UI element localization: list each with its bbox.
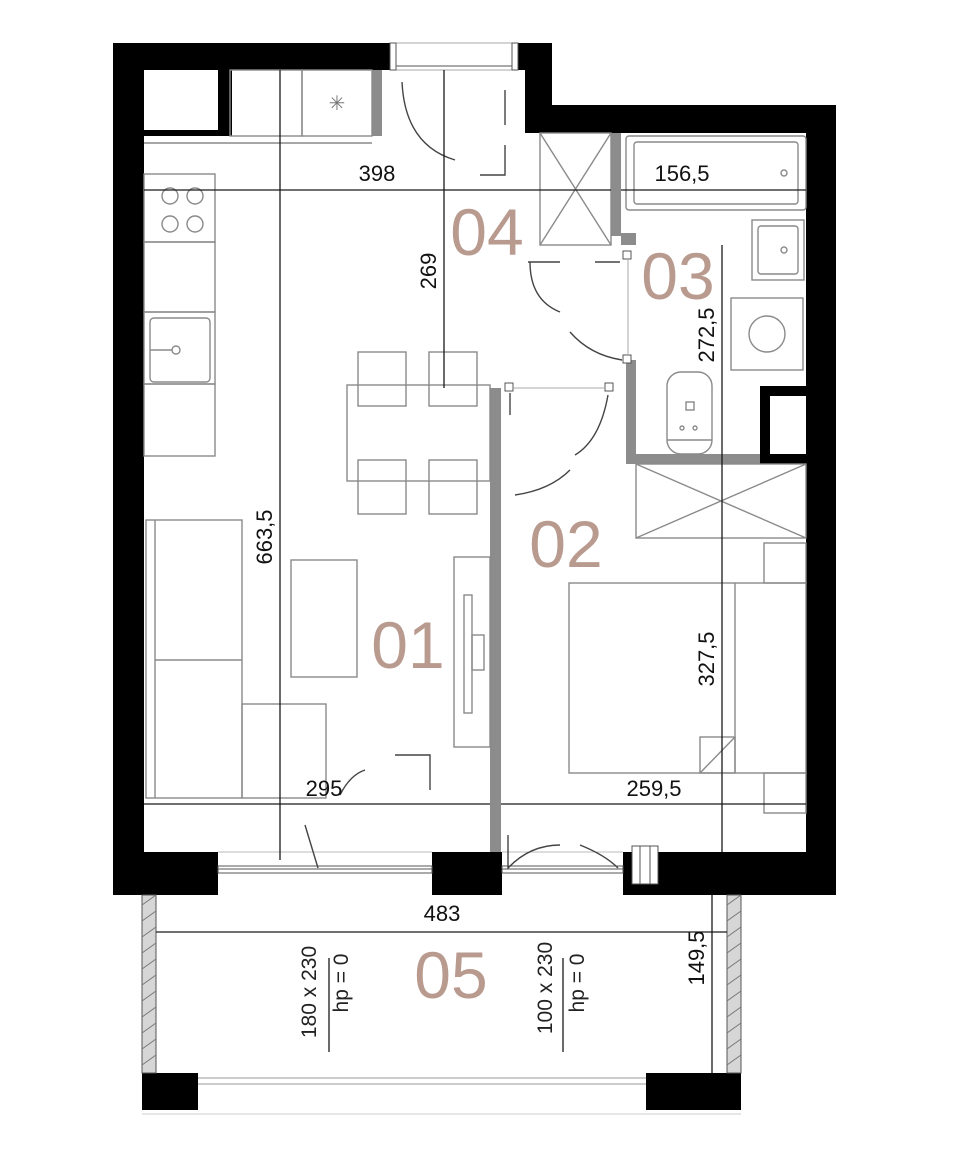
room-label-02: 02 [529,507,602,581]
exterior-walls [113,43,836,1110]
door-note-right-size: 100 x 230 [534,942,557,1034]
dimension-hall-depth: 269 [416,253,441,290]
dimension-balcony-depth: 149,5 [684,930,709,985]
bedroom-furniture [568,463,807,814]
door-note-left-size: 180 x 230 [298,946,321,1038]
dimension-bedroom-width: 259,5 [626,776,681,801]
windows [217,42,659,885]
door-swings [304,42,632,870]
room-labels: 04 03 02 01 05 [371,195,714,1012]
balcony-side-walls [141,894,742,1115]
dimension-balcony-width: 483 [424,901,461,926]
dimension-living-width: 295 [306,776,343,801]
kitchen-furniture: ✳ [143,69,373,457]
room-label-03: 03 [641,239,714,313]
dimension-lines [144,70,806,1073]
dimension-bath-width: 156,5 [654,161,709,186]
dimension-bath-depth: 272,5 [694,307,719,362]
living-furniture [145,351,491,799]
dimension-living-depth: 663,5 [252,509,277,564]
dimension-bedroom-depth: 327,5 [694,631,719,686]
door-note-right-hp: hp = 0 [566,954,589,1013]
partitions [372,70,760,852]
room-label-04: 04 [450,195,523,269]
snowflake-icon: ✳ [329,91,346,115]
bathroom-fixtures [539,132,807,455]
door-note-left-hp: hp = 0 [330,954,353,1013]
room-label-05: 05 [414,938,487,1012]
room-label-01: 01 [371,608,444,682]
wall-voids [144,70,806,454]
dimension-kitchen-width: 398 [359,161,396,186]
